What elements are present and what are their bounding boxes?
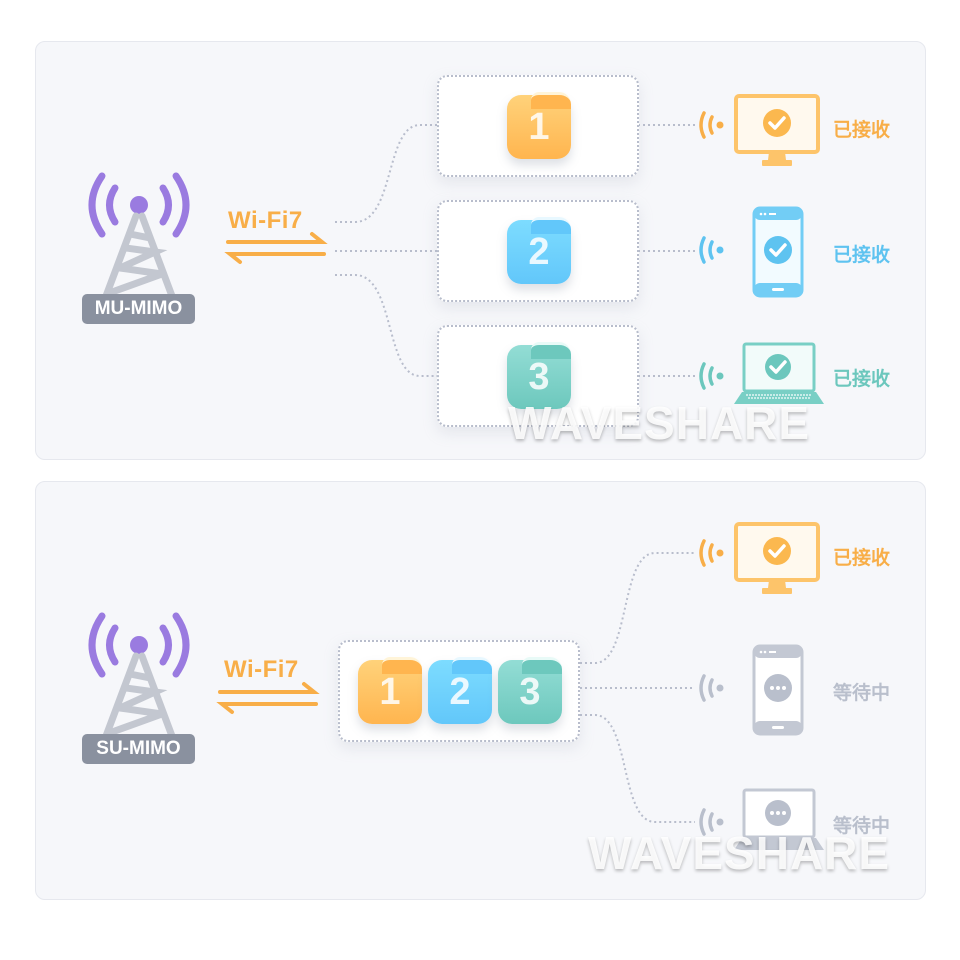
- status-label: 等待中: [833, 816, 891, 837]
- bidirectional-arrows-icon: [224, 232, 328, 264]
- su-connector-lines: [580, 552, 695, 823]
- su-mimo-badge: SU-MIMO: [82, 734, 195, 764]
- phone-device-icon: [699, 644, 804, 736]
- mu-connector-lines: [335, 124, 695, 377]
- status-label: 等待中: [833, 683, 891, 704]
- laptop-device-icon: [699, 342, 824, 404]
- tower-icon: [88, 172, 190, 300]
- status-label: 已接收: [833, 120, 891, 141]
- status-label: 已接收: [833, 548, 891, 569]
- monitor-device-icon: [699, 94, 820, 166]
- watermark: WAVESHARE: [508, 397, 811, 449]
- monitor-device-icon: [699, 522, 820, 594]
- bidirectional-arrows-icon: [216, 682, 320, 714]
- laptop-device-icon: [699, 788, 824, 850]
- phone-device-icon: [699, 206, 804, 298]
- tower-icon: [88, 612, 190, 740]
- packet-box-1: 1: [437, 75, 639, 177]
- watermark: WAVESHARE: [588, 827, 891, 879]
- mu-mimo-badge: MU-MIMO: [82, 294, 195, 324]
- packet-folder-1: 1: [358, 657, 422, 724]
- packet-box-2: 2: [437, 200, 639, 302]
- packet-box-3: 3: [437, 325, 639, 427]
- packet-folder-1: 1: [507, 92, 571, 159]
- wifi7-label: Wi-Fi7: [224, 656, 299, 683]
- status-label: 已接收: [833, 369, 891, 390]
- packet-folder-3: 3: [507, 342, 571, 409]
- status-label: 已接收: [833, 245, 891, 266]
- packet-box-combined: 1 2 3: [338, 640, 580, 742]
- packet-folder-3: 3: [498, 657, 562, 724]
- wifi7-label: Wi-Fi7: [228, 207, 303, 234]
- packet-folder-2: 2: [507, 217, 571, 284]
- packet-folder-2: 2: [428, 657, 492, 724]
